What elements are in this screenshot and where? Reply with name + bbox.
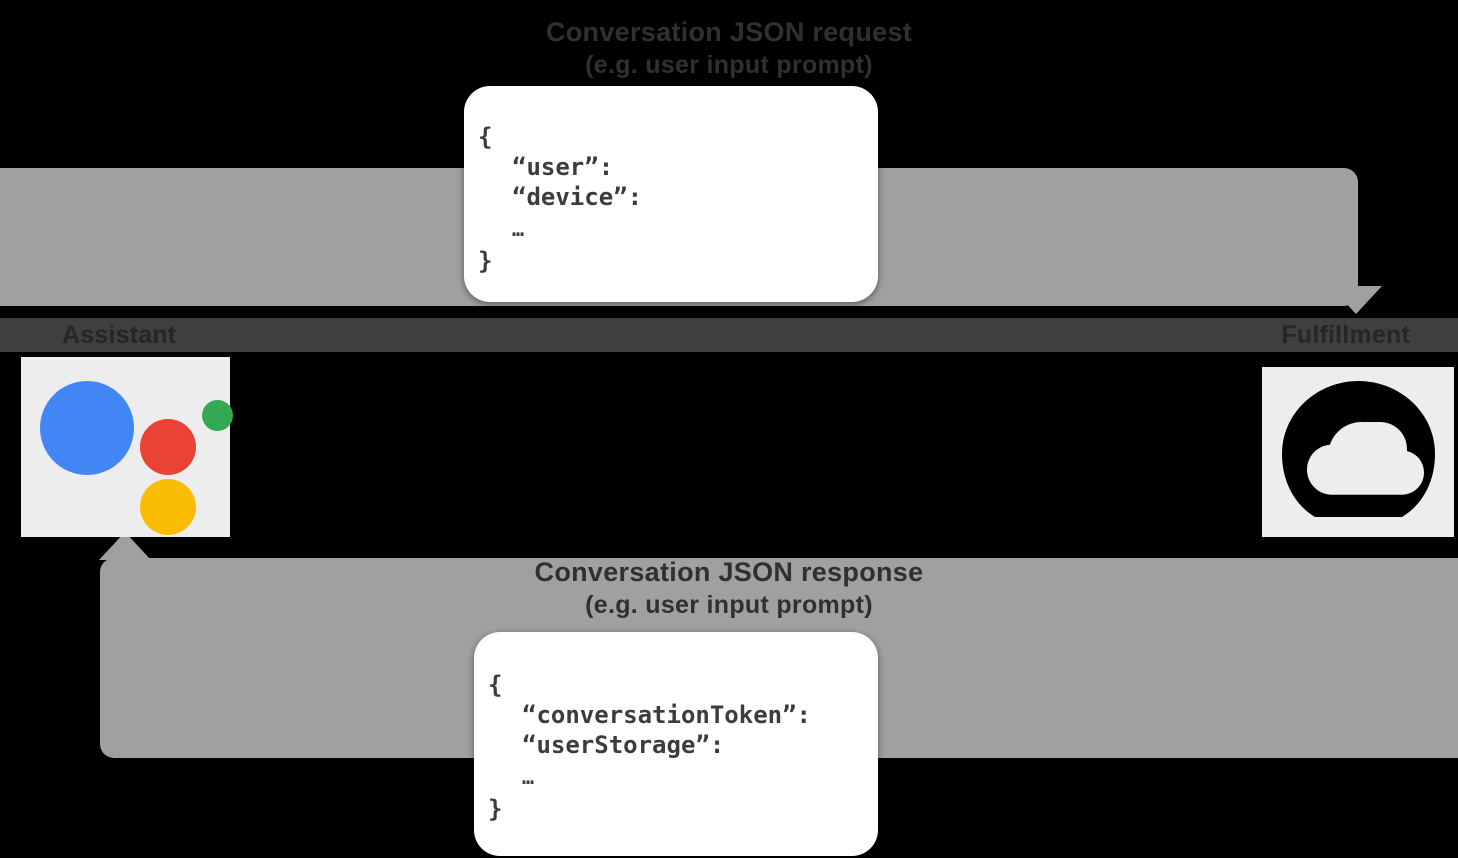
center-rail	[0, 318, 1458, 352]
json-close-brace: }	[488, 795, 503, 823]
cloud-icon-tile	[1262, 367, 1454, 537]
json-ellipsis: …	[512, 217, 525, 241]
response-json-card: { “conversationToken”: “userStorage”: … …	[474, 632, 878, 856]
fulfillment-label: Fulfillment	[1281, 321, 1410, 349]
request-callout-line1: Conversation JSON request	[545, 17, 913, 47]
json-open-brace: {	[478, 123, 493, 151]
request-callout-line2: (e.g. user input prompt)	[585, 51, 873, 79]
cloud-icon	[1282, 381, 1435, 517]
json-key: “user”:	[512, 153, 614, 181]
json-key: “userStorage”:	[522, 731, 725, 759]
json-key: “conversationToken”:	[522, 701, 811, 729]
assistant-blue-dot-icon	[40, 381, 134, 475]
request-arrow-head-icon	[1330, 286, 1382, 314]
assistant-label: Assistant	[62, 321, 177, 349]
request-callout: Conversation JSON request (e.g. user inp…	[0, 16, 1458, 81]
json-ellipsis: …	[522, 765, 535, 789]
request-json-card: { “user”: “device”: … }	[464, 86, 878, 302]
google-assistant-icon	[21, 357, 233, 537]
assistant-red-dot-icon	[140, 419, 196, 475]
assistant-yellow-dot-icon	[140, 479, 196, 535]
json-key: “device”:	[512, 183, 643, 211]
json-open-brace: {	[488, 671, 503, 699]
json-close-brace: }	[478, 247, 493, 275]
assistant-green-dot-icon	[202, 400, 233, 431]
